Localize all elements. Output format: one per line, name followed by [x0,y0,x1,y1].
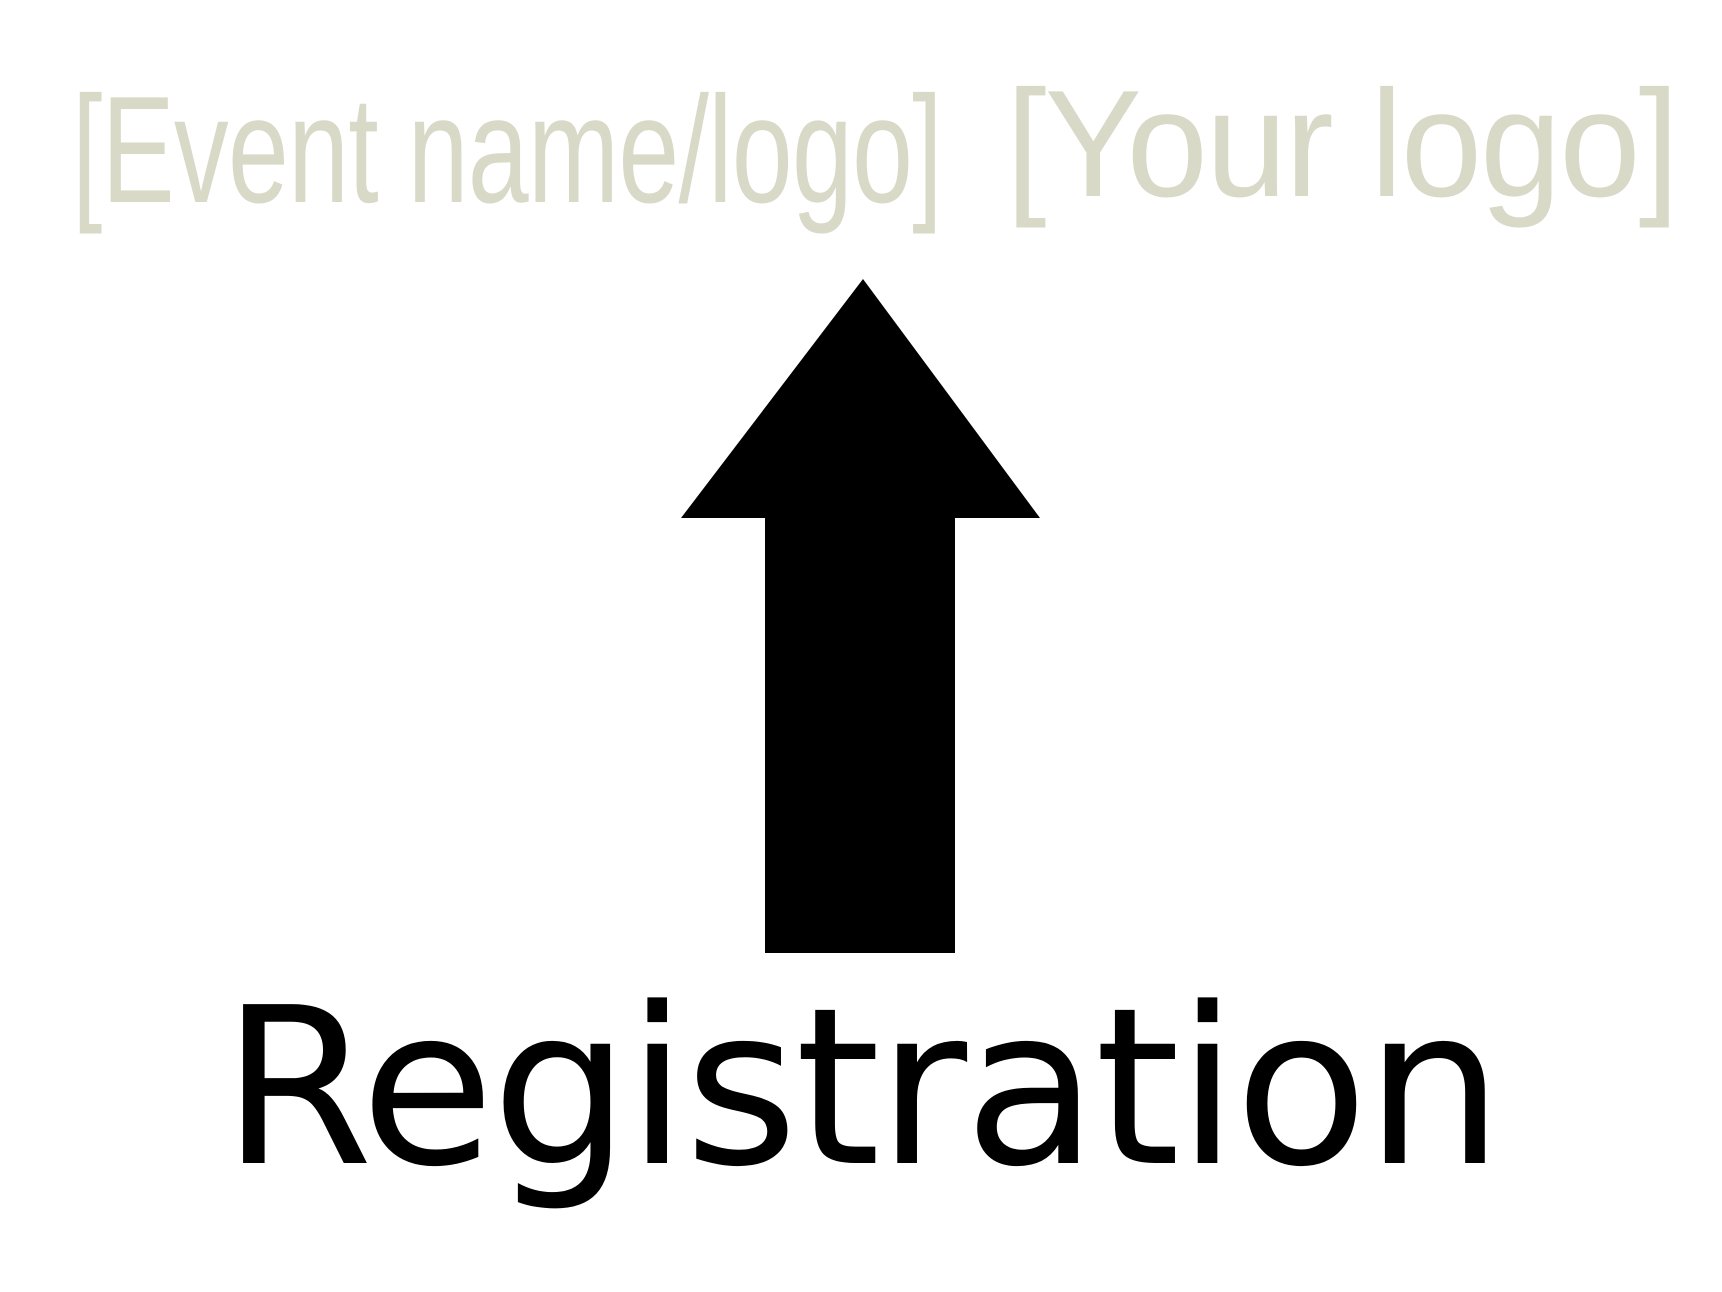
your-logo-placeholder[interactable]: [Your logo] [1006,59,1679,229]
page-title: Registration [221,962,1504,1215]
up-arrow-shape [681,279,1040,953]
event-name-logo-placeholder[interactable]: [Event name/logo] [72,65,943,235]
up-arrow-icon [681,279,1040,953]
up-arrow-graphic [660,265,1060,965]
